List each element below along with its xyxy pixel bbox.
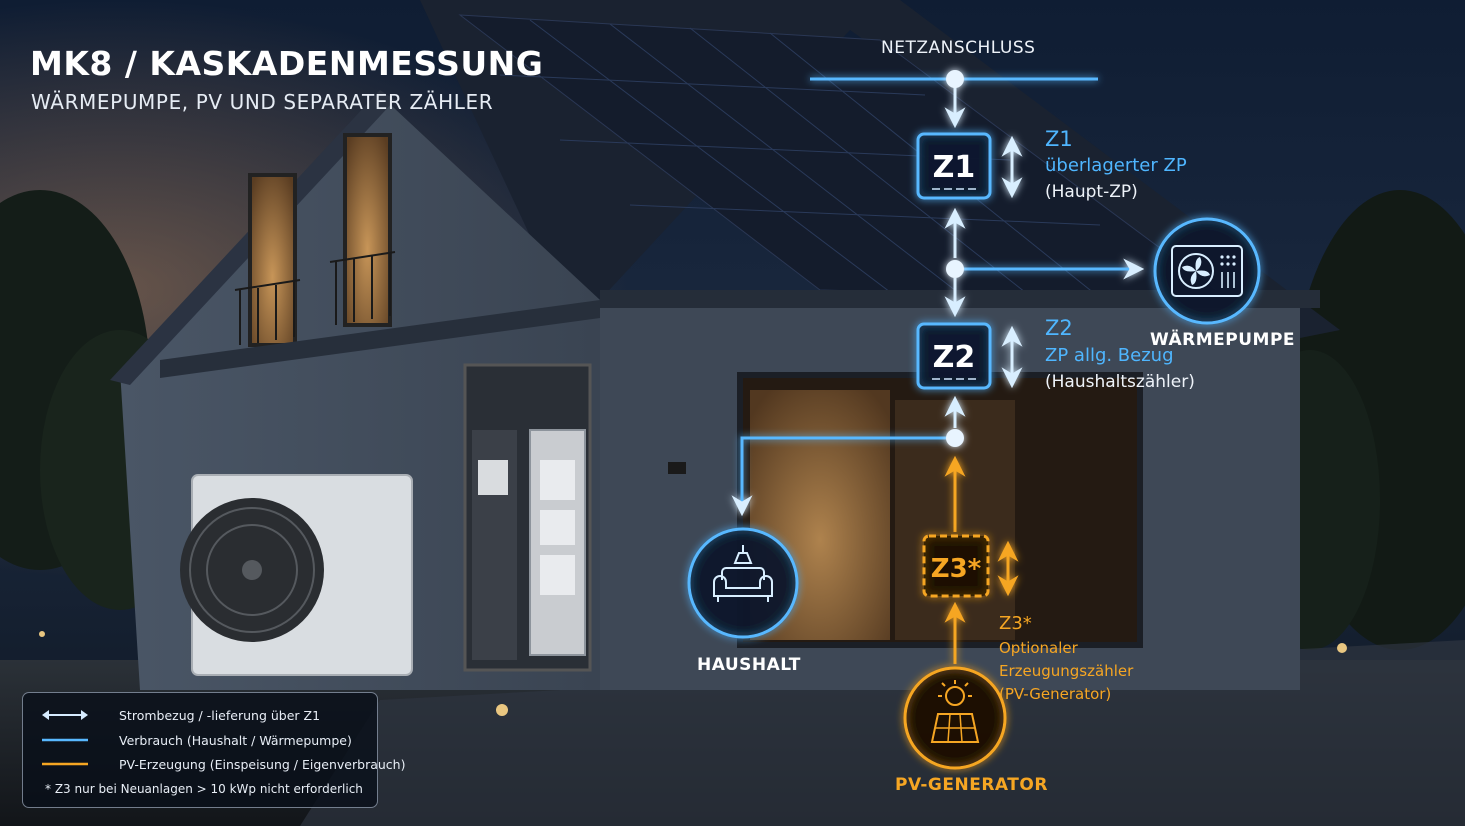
junction-nodes	[946, 70, 964, 447]
legend-item-exchange: Strombezug / -lieferung über Z1	[41, 706, 320, 724]
heat-pump-fan-icon	[1153, 217, 1261, 325]
household-junction	[946, 429, 964, 447]
orange-line-icon	[42, 762, 88, 766]
blue-line-icon	[42, 738, 88, 742]
page-subtitle: WÄRMEPUMPE, PV UND SEPARATER ZÄHLER	[31, 90, 494, 114]
legend-label: Verbrauch (Haushalt / Wärmepumpe)	[119, 732, 352, 748]
sofa-lamp-icon	[687, 527, 799, 639]
meter-z3: Z3*	[922, 534, 990, 598]
pv-generator-label: PV-GENERATOR	[895, 775, 1048, 795]
z3-description-line3: (PV-Generator)	[999, 685, 1112, 703]
household-label: HAUSHALT	[697, 655, 801, 675]
meter-z2: Z2	[916, 322, 992, 390]
z1-heading: Z1	[1045, 127, 1073, 151]
legend: Strombezug / -lieferung über Z1 Verbrauc…	[22, 692, 405, 808]
meter-z1: Z1	[916, 132, 992, 200]
grid-connection-label: NETZANSCHLUSS	[881, 38, 1036, 58]
grid-junction	[946, 70, 964, 88]
meter-z1-label: Z1	[933, 150, 976, 185]
page-title: MK8 / KASKADENMESSUNG	[30, 44, 544, 83]
legend-item-consumption: Verbrauch (Haushalt / Wärmepumpe)	[41, 731, 352, 749]
branch-line-household	[731, 436, 955, 517]
z3-description-line2: Erzeugungszähler	[999, 662, 1134, 680]
pv-lines	[944, 455, 1019, 664]
z2-description: ZP allg. Bezug	[1045, 345, 1174, 366]
heat-pump-label: WÄRMEPUMPE	[1150, 330, 1296, 350]
legend-label: Strombezug / -lieferung über Z1	[119, 707, 321, 723]
legend-label: PV-Erzeugung (Einspeisung / Eigenverbrau…	[119, 756, 406, 772]
z3-description-line1: Optionaler	[999, 639, 1078, 657]
legend-note: * Z3 nur bei Neuanlagen > 10 kWp nicht e…	[45, 782, 363, 796]
legend-item-pv: PV-Erzeugung (Einspeisung / Eigenverbrau…	[41, 755, 405, 773]
z2-subtext: (Haushaltszähler)	[1045, 372, 1195, 392]
z2-heading: Z2	[1045, 316, 1073, 340]
z1-description: überlagerter ZP	[1045, 155, 1187, 176]
meter-z2-label: Z2	[933, 340, 976, 375]
meter-z3-label: Z3*	[931, 554, 982, 584]
z3-heading: Z3*	[999, 613, 1032, 634]
double-arrow-icon	[42, 710, 88, 720]
heat-pump-junction	[946, 260, 964, 278]
z1-subtext: (Haupt-ZP)	[1045, 182, 1138, 202]
solar-panel-sun-icon	[903, 666, 1007, 770]
exchange-arrows	[944, 86, 1023, 428]
